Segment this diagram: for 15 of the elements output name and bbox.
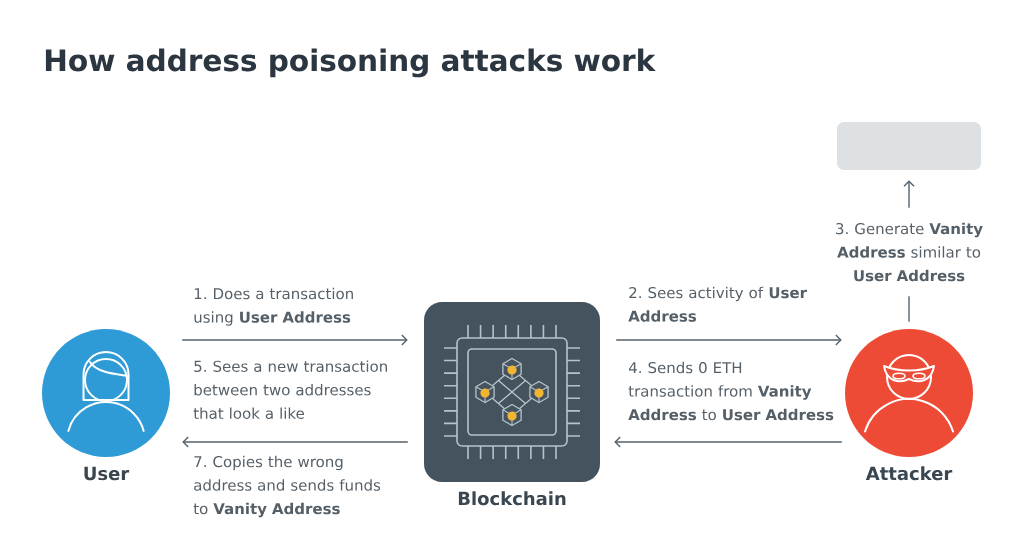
edge-label: 2. Sees activity of User Address — [628, 286, 807, 322]
node-label: User — [84, 466, 130, 481]
arrow — [614, 436, 843, 448]
arrow — [615, 334, 842, 346]
arrow — [182, 436, 409, 448]
edge-label: 4. Sends 0 ETH transaction from Vanity Address to User Address — [628, 361, 834, 421]
edge-label: 5. Sees a new transaction between two addresses that look a like — [193, 360, 387, 419]
title: How address poisoning attacks work — [45, 48, 656, 78]
step-label: 7. Copies the wrong address and sends funds to Vanity Address — [193, 455, 381, 518]
node-label: Blockchain — [458, 491, 566, 506]
arrow — [181, 334, 408, 346]
edge-label: 3. Generate Vanity Address similar to User Address — [820, 207, 998, 297]
node-label: Attacker — [865, 466, 953, 481]
rounded-box — [837, 122, 981, 170]
edge-label: 1. Does a transaction using User Address — [194, 287, 353, 326]
